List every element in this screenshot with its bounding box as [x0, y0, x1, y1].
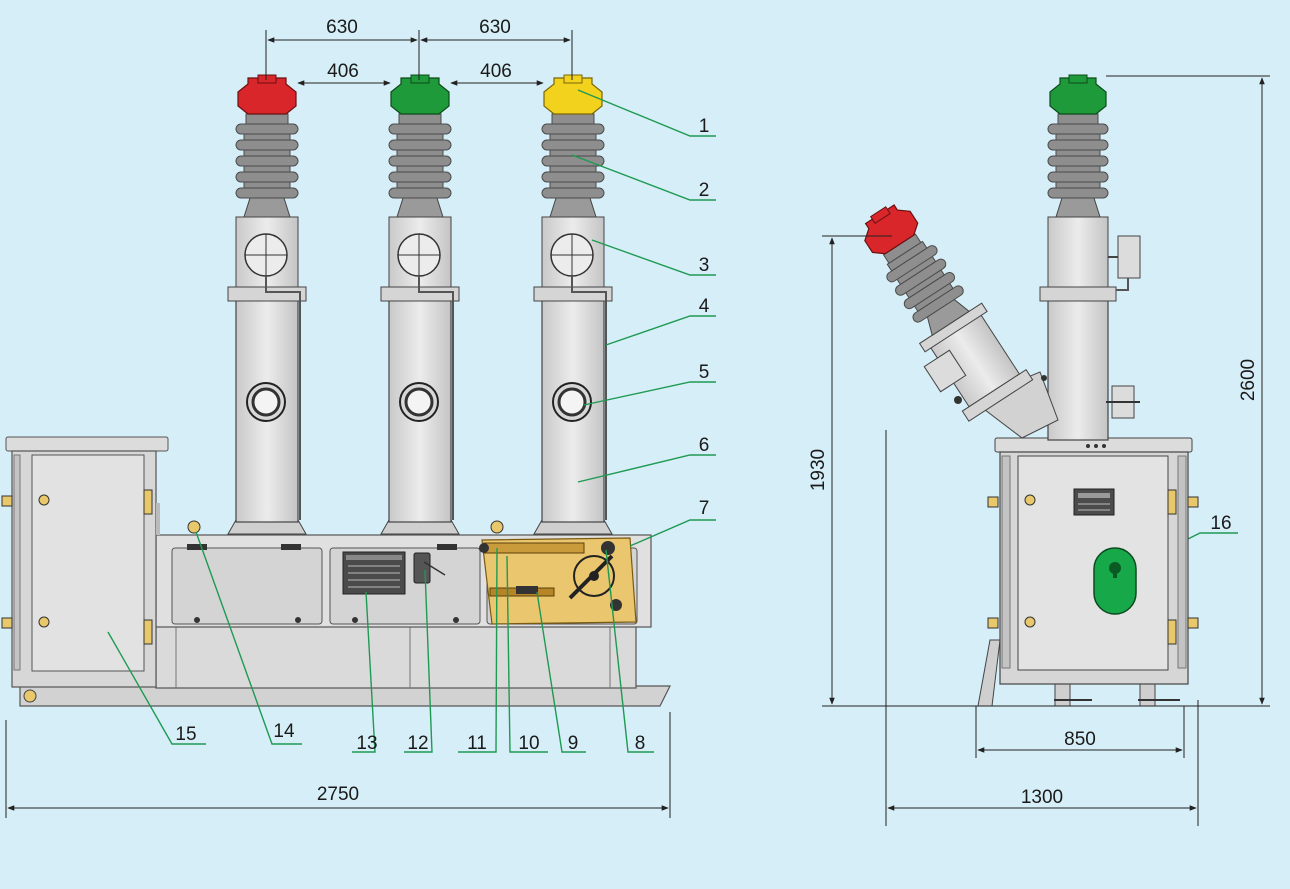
side-nameplate: [1073, 488, 1115, 516]
leader-lines: [107, 89, 1238, 753]
pole-a: [227, 74, 307, 535]
side-dimensions: [822, 75, 1270, 826]
dim-insulator-gap-a: 406: [327, 61, 359, 82]
callout-14: 14: [273, 721, 295, 742]
panel-left: [171, 547, 323, 625]
dim-phase-pitch-a: 630: [326, 17, 358, 38]
callout-9: 9: [568, 733, 579, 754]
terminal-cap-yellow: [543, 77, 603, 115]
dim-total-depth: 1300: [1021, 787, 1063, 808]
callout-6: 6: [699, 435, 710, 456]
side-ct-box: [1117, 235, 1141, 279]
lower-frame: [155, 625, 637, 689]
callout-7: 7: [699, 498, 710, 519]
control-cabinet-roof: [5, 436, 169, 452]
dim-total-width: 2750: [317, 784, 359, 805]
operation-counter: [413, 552, 431, 584]
base-bolt: [23, 689, 37, 703]
callout-4: 4: [699, 296, 710, 317]
callout-16: 16: [1210, 513, 1231, 534]
callout-1: 1: [699, 116, 710, 137]
front-view: [1, 74, 671, 707]
dim-base-depth: 850: [1064, 729, 1096, 750]
side-ct-box-inclined: [923, 349, 967, 393]
callout-8: 8: [635, 733, 646, 754]
front-dimensions: [5, 30, 671, 818]
pole-b: [379, 74, 461, 536]
side-view: [864, 74, 1199, 707]
dim-phase-pitch-b: 630: [479, 17, 511, 38]
side-vertical-pole: [1047, 299, 1109, 441]
callout-12: 12: [407, 733, 428, 754]
callout-10: 10: [518, 733, 539, 754]
callout-13: 13: [356, 733, 377, 754]
cabinet-door: [31, 454, 145, 672]
terminal-cap-red: [237, 77, 297, 115]
side-terminal-cap-green: [1049, 77, 1107, 115]
position-indicator: [1093, 547, 1137, 615]
side-cabinet-door: [1017, 455, 1169, 671]
callout-11: 11: [467, 733, 487, 754]
base-rail: [19, 685, 671, 707]
top-bolt: [187, 520, 201, 534]
terminal-cap-green: [390, 77, 450, 115]
callout-3: 3: [699, 255, 710, 276]
side-inclined-pole: [864, 204, 1034, 422]
callout-15: 15: [175, 724, 196, 745]
dim-total-height: 2600: [1238, 359, 1259, 401]
pole-c: [532, 74, 614, 536]
dim-insulator-gap-b: 406: [480, 61, 512, 82]
callout-2: 2: [699, 180, 710, 201]
dim-base-height: 1930: [808, 449, 829, 491]
callout-5: 5: [699, 362, 710, 383]
